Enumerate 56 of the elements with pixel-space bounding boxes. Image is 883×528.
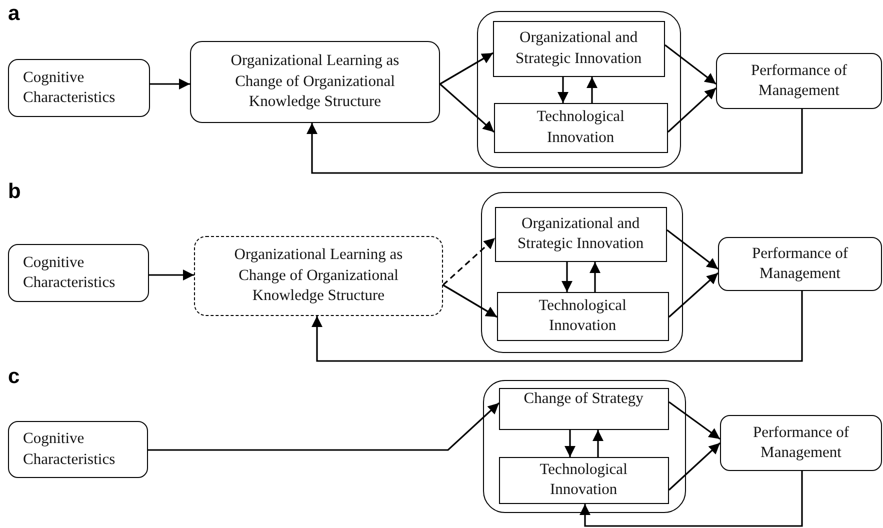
arrow — [440, 52, 494, 85]
group-box — [477, 11, 681, 168]
panel-letter: b — [8, 180, 21, 204]
node-text: Organizational Learning as Change of Organizational Knowledge Structure — [230, 51, 400, 112]
node-text: Technological Innovation — [536, 107, 626, 148]
rounded-box — [720, 415, 882, 471]
rounded-box — [190, 41, 440, 123]
group-box — [481, 192, 683, 353]
arrow — [148, 402, 500, 451]
node-text: Performance of Management — [751, 244, 849, 284]
arrow — [150, 78, 190, 90]
arrow — [442, 284, 498, 318]
node-text: Change of Strategy — [524, 388, 644, 409]
rounded-box — [8, 59, 150, 117]
node-text: Cognitive Characteristics — [23, 252, 116, 293]
process-box — [498, 388, 669, 430]
rounded-box — [8, 421, 148, 478]
arrow — [312, 291, 803, 362]
arrow — [668, 442, 721, 491]
rounded-box — [194, 236, 443, 316]
arrow — [564, 430, 576, 457]
node-text: Performance of Management — [752, 422, 850, 463]
node-text: Cognitive Characteristics — [23, 68, 116, 108]
panel-letter: a — [8, 2, 20, 26]
process-box — [494, 102, 668, 153]
arrow — [306, 109, 803, 174]
arrow — [667, 87, 717, 133]
panel-letter: c — [8, 365, 20, 389]
arrow — [666, 229, 718, 270]
arrow — [562, 262, 572, 292]
arrow — [590, 262, 600, 292]
arrow — [668, 401, 720, 440]
arrow — [592, 430, 604, 457]
process-box — [492, 20, 665, 77]
rounded-box — [718, 237, 882, 291]
node-text: Performance of Management — [750, 60, 848, 101]
node-text: Organizational and Strategic Innovation — [514, 28, 643, 69]
rounded-box — [8, 244, 149, 302]
node-text: Technological Innovation — [538, 460, 628, 500]
arrow — [668, 272, 719, 318]
node-text: Technological Innovation — [538, 296, 628, 336]
arrow — [439, 83, 495, 133]
process-box — [494, 206, 667, 262]
node-text: Cognitive Characteristics — [23, 429, 116, 470]
arrow — [580, 471, 803, 527]
group-box — [483, 380, 686, 513]
arrow — [586, 77, 598, 103]
process-box — [498, 456, 669, 504]
rounded-box — [716, 53, 882, 109]
process-box — [496, 292, 669, 341]
node-text: Organizational Learning as Change of Organizational Knowledge Structure — [233, 245, 404, 306]
arrow — [442, 237, 496, 286]
arrow — [664, 44, 716, 85]
arrow — [149, 270, 194, 280]
arrow — [558, 77, 568, 103]
node-text: Organizational and Strategic Innovation — [516, 214, 645, 254]
